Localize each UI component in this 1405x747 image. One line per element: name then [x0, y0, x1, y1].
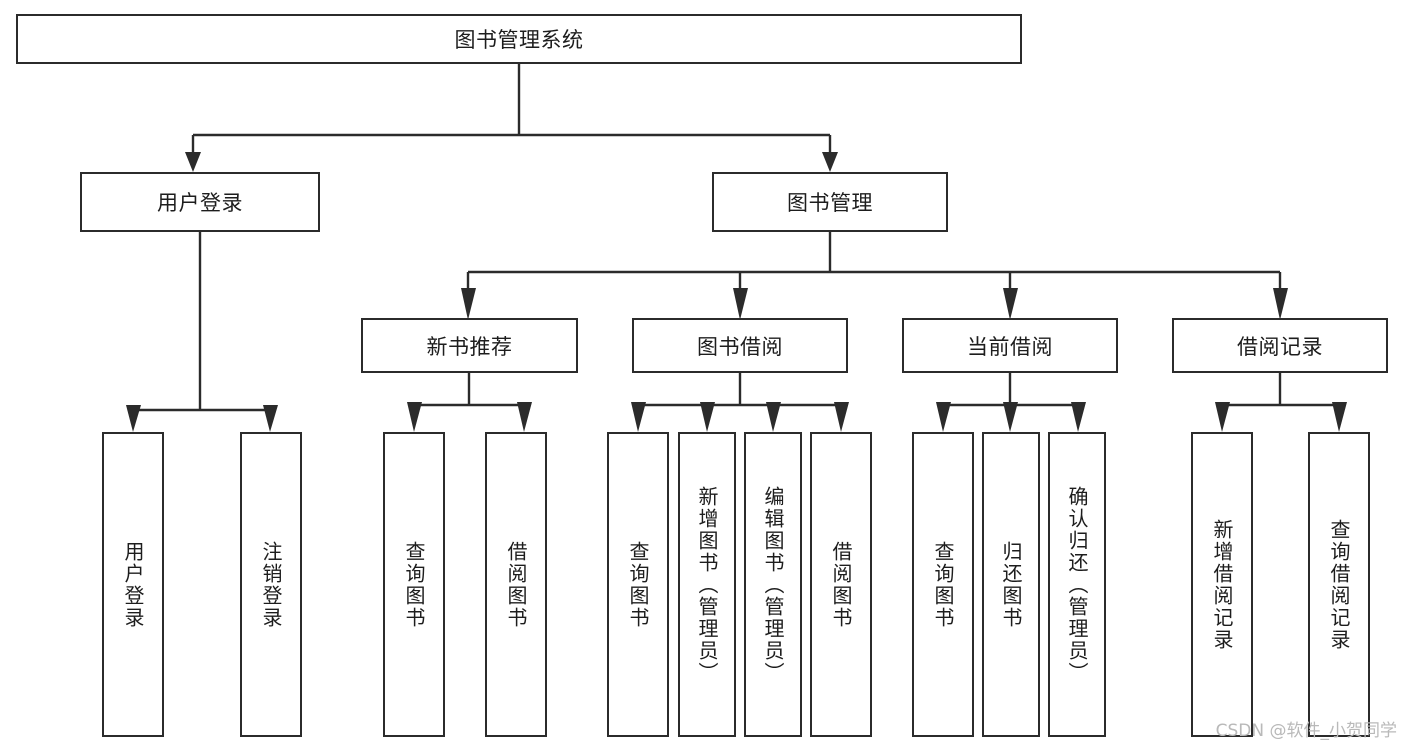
node-book-borrow-label: 图书借阅: [697, 334, 783, 359]
node-current-borrow-label: 当前借阅: [967, 334, 1053, 359]
node-new-book-recommend[interactable]: 新书推荐: [361, 318, 578, 373]
node-borrow-record-label: 借阅记录: [1237, 334, 1323, 359]
leaf-user-login-2[interactable]: 注销登录: [240, 432, 302, 737]
arrow-root-to-book-mgmt: [822, 152, 838, 172]
watermark: CSDN @软件_小贺同学: [1215, 721, 1397, 741]
node-root-label: 图书管理系统: [454, 28, 584, 52]
leaf-book-borrow-3[interactable]: 编辑图书（管理员）: [744, 432, 802, 737]
node-user-login-label: 用户登录: [157, 191, 243, 215]
leaf-current-borrow-1-label: 查询图书: [931, 540, 955, 629]
arrow-nb-leaf-2: [517, 402, 532, 432]
arrow-cb-leaf-1: [936, 402, 951, 432]
leaf-new-book-2[interactable]: 借阅图书: [485, 432, 547, 737]
node-root[interactable]: 图书管理系统: [16, 14, 1022, 64]
arrow-bm-to-borrow-record: [1273, 288, 1288, 320]
leaf-current-borrow-3-label: 确认归还（管理员）: [1065, 485, 1089, 684]
leaf-new-book-1-label: 查询图书: [402, 540, 426, 629]
leaf-user-login-1-label: 用户登录: [121, 540, 145, 629]
leaf-user-login-1[interactable]: 用户登录: [102, 432, 164, 737]
arrow-bm-to-new-book: [461, 288, 476, 320]
leaf-new-book-2-label: 借阅图书: [504, 540, 528, 629]
leaf-book-borrow-1[interactable]: 查询图书: [607, 432, 669, 737]
arrow-br-leaf-2: [1332, 402, 1347, 432]
leaf-book-borrow-3-label: 编辑图书（管理员）: [761, 485, 785, 684]
arrow-cb-leaf-3: [1071, 402, 1086, 432]
arrow-root-to-user-login: [185, 152, 201, 172]
arrow-bb-leaf-1: [631, 402, 646, 432]
leaf-book-borrow-1-label: 查询图书: [626, 540, 650, 629]
leaf-current-borrow-2[interactable]: 归还图书: [982, 432, 1040, 737]
node-book-management-label: 图书管理: [787, 191, 873, 215]
leaf-book-borrow-4-label: 借阅图书: [829, 540, 853, 629]
arrow-bm-to-book-borrow: [733, 288, 748, 320]
leaf-book-borrow-2[interactable]: 新增图书（管理员）: [678, 432, 736, 737]
arrow-nb-leaf-1: [407, 402, 422, 432]
arrow-bm-to-current-borrow: [1003, 288, 1018, 320]
leaf-borrow-record-2[interactable]: 查询借阅记录: [1308, 432, 1370, 737]
arrow-bb-leaf-3: [766, 402, 781, 432]
leaf-current-borrow-2-label: 归还图书: [999, 540, 1023, 629]
arrow-bb-leaf-4: [834, 402, 849, 432]
leaf-new-book-1[interactable]: 查询图书: [383, 432, 445, 737]
arrow-br-leaf-1: [1215, 402, 1230, 432]
leaf-borrow-record-1[interactable]: 新增借阅记录: [1191, 432, 1253, 737]
node-new-book-recommend-label: 新书推荐: [426, 334, 513, 359]
node-user-login[interactable]: 用户登录: [80, 172, 320, 232]
arrow-bb-leaf-2: [700, 402, 715, 432]
leaf-user-login-2-label: 注销登录: [259, 540, 283, 629]
arrow-cb-leaf-2: [1003, 402, 1018, 432]
leaf-current-borrow-1[interactable]: 查询图书: [912, 432, 974, 737]
node-current-borrow[interactable]: 当前借阅: [902, 318, 1118, 373]
leaf-borrow-record-2-label: 查询借阅记录: [1327, 518, 1351, 651]
leaf-current-borrow-3[interactable]: 确认归还（管理员）: [1048, 432, 1106, 737]
node-borrow-record[interactable]: 借阅记录: [1172, 318, 1388, 373]
node-book-management[interactable]: 图书管理: [712, 172, 948, 232]
leaf-book-borrow-4[interactable]: 借阅图书: [810, 432, 872, 737]
leaf-borrow-record-1-label: 新增借阅记录: [1210, 518, 1234, 651]
arrow-ul-leaf-2: [263, 405, 278, 432]
arrow-ul-leaf-1: [126, 405, 141, 432]
node-book-borrow[interactable]: 图书借阅: [632, 318, 848, 373]
leaf-book-borrow-2-label: 新增图书（管理员）: [695, 485, 719, 684]
